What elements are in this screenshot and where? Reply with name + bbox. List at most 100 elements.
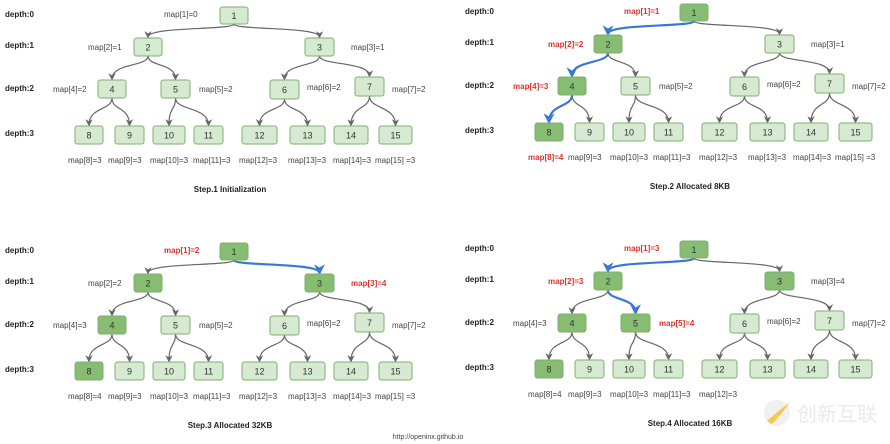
edge-4-9 (111, 333, 134, 363)
tree-node-13: 13 (749, 359, 786, 379)
node-box (749, 359, 786, 379)
node-id: 15 (390, 367, 400, 377)
node-box (574, 122, 605, 142)
node-box (793, 359, 829, 379)
node-box (378, 125, 413, 145)
node-box (241, 125, 278, 145)
node-box (764, 34, 795, 54)
tree-node-2: 2 (593, 34, 623, 54)
edge-6-12 (715, 332, 746, 361)
tree-node-5: 5 (160, 315, 191, 335)
tree-node-5: 5 (620, 313, 651, 333)
node-id: 4 (109, 85, 114, 95)
map-label-5: map[5]=2 (199, 321, 233, 330)
depth-label-2: depth:2 (465, 318, 494, 327)
panel-step-3: depth:0depth:1depth:2depth:31map[1]=22ma… (5, 242, 426, 430)
tree-node-2: 2 (133, 37, 163, 57)
tree-node-2: 2 (133, 273, 163, 293)
depth-label-3: depth:3 (465, 126, 494, 135)
tree-node-10: 10 (612, 122, 646, 142)
edge-1-3 (693, 257, 784, 273)
node-id: 8 (546, 365, 551, 375)
node-box (749, 122, 786, 142)
tree-node-10: 10 (612, 359, 646, 379)
edge-1-2 (144, 23, 235, 39)
map-label-11: map[11]=3 (193, 156, 231, 165)
map-label-12: map[12]=3 (699, 153, 738, 162)
map-label-7: map[7]=2 (852, 319, 886, 328)
map-label-9: map[9]=3 (568, 390, 602, 399)
tree-node-3: 3 (764, 34, 795, 54)
node-id: 3 (317, 279, 322, 289)
watermark: 创新互联 (764, 400, 877, 426)
node-box (679, 3, 709, 22)
map-label-3: map[3]=4 (351, 279, 387, 288)
node-box (241, 361, 278, 381)
node-box (557, 76, 587, 96)
depth-label-2: depth:2 (465, 81, 494, 90)
map-label-1: map[1]=3 (624, 244, 660, 253)
map-label-9: map[9]=3 (108, 156, 142, 165)
node-id: 2 (145, 43, 150, 53)
edge-4-9 (571, 331, 594, 361)
panel-step-2: depth:0depth:1depth:2depth:31map[1]=12ma… (465, 3, 886, 191)
node-id: 1 (691, 245, 696, 255)
map-label-7: map[7]=2 (392, 85, 426, 94)
node-id: 13 (762, 128, 772, 138)
node-id: 6 (282, 321, 287, 331)
tree-node-13: 13 (289, 361, 326, 381)
tree-node-14: 14 (793, 122, 829, 142)
edge-6-13 (283, 98, 312, 127)
tree-node-9: 9 (114, 361, 145, 381)
map-label-10: map[10]=3 (150, 392, 189, 401)
map-label-15: map[15] =3 (835, 153, 876, 162)
node-id: 4 (109, 321, 114, 331)
map-label-15: map[15] =3 (375, 156, 416, 165)
node-id: 2 (605, 277, 610, 287)
node-id: 8 (86, 131, 91, 141)
map-label-13: map[13]=3 (288, 156, 327, 165)
map-label-6: map[6]=2 (767, 80, 801, 89)
node-id: 6 (742, 319, 747, 329)
tree-node-10: 10 (152, 361, 186, 381)
node-box (152, 361, 186, 381)
map-label-3: map[3]=4 (811, 277, 845, 286)
node-id: 2 (145, 279, 150, 289)
edge-4-8 (545, 331, 573, 361)
tree-node-5: 5 (160, 79, 191, 99)
depth-label-3: depth:3 (5, 365, 34, 374)
edge-3-6 (280, 291, 321, 317)
node-box (814, 310, 845, 331)
node-id: 11 (664, 365, 673, 375)
node-id: 12 (254, 131, 264, 141)
edge-7-15 (368, 95, 400, 127)
map-label-5: map[5]=2 (659, 82, 693, 91)
panel-step-4: depth:0depth:1depth:2depth:31map[1]=32ma… (465, 240, 886, 428)
node-id: 5 (633, 319, 638, 329)
node-box (354, 312, 385, 333)
node-box (333, 125, 369, 145)
tree-node-12: 12 (241, 125, 278, 145)
depth-label-1: depth:1 (5, 41, 34, 50)
map-label-2: map[2]=1 (88, 43, 122, 52)
step-caption: Step.3 Allocated 32KB (188, 421, 273, 430)
tree-node-15: 15 (378, 125, 413, 145)
node-box (838, 122, 873, 142)
node-id: 12 (714, 128, 724, 138)
map-label-1: map[1]=0 (164, 10, 198, 19)
tree-node-12: 12 (701, 122, 738, 142)
node-id: 9 (587, 128, 592, 138)
edge-5-11 (634, 94, 673, 124)
edge-5-11 (634, 331, 673, 361)
node-id: 10 (624, 128, 634, 138)
node-box (574, 359, 605, 379)
edge-2-5 (147, 291, 180, 317)
node-box (269, 79, 300, 100)
edge-6-13 (743, 95, 772, 124)
edge-1-3 (693, 20, 784, 36)
tree-node-8: 8 (534, 122, 564, 142)
tree-node-11: 11 (193, 125, 224, 145)
node-id: 5 (173, 85, 178, 95)
node-box (534, 122, 564, 142)
node-id: 4 (569, 82, 574, 92)
